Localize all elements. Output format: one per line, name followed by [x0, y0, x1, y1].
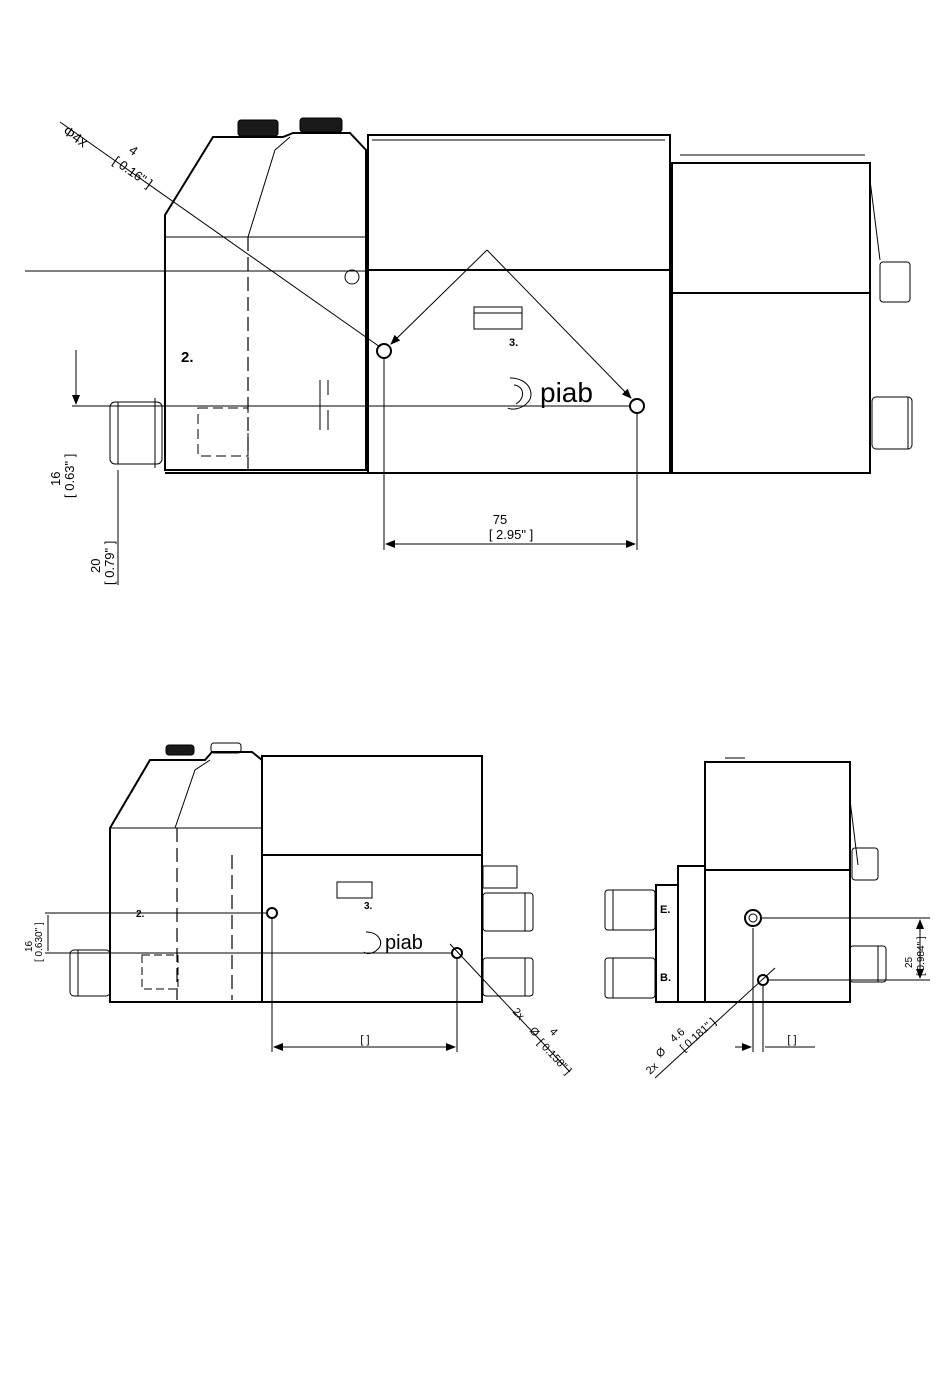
br-dia-sym: Ø — [654, 1045, 669, 1060]
top-right-port — [872, 397, 912, 449]
bl-dia-holes: 2x — [510, 1006, 527, 1023]
leader-arrow-left — [391, 250, 487, 344]
bl-hidden-port — [142, 955, 178, 989]
diameter-leader — [60, 122, 380, 347]
bl-label-plate — [337, 882, 372, 898]
br-dim25-mm: 25 — [904, 956, 915, 968]
br-callout-B: B. — [660, 972, 671, 984]
top-right-connector — [880, 262, 910, 302]
label-plate — [474, 307, 522, 329]
bl-dia-in: [ 0.158" ] — [535, 1037, 574, 1077]
brand-logo: piab — [540, 377, 593, 408]
bl-fitting-upper-base — [483, 866, 517, 888]
bottom-right-view: E. B. 25 [ 0.984" ] 2x Ø 4.6 [ 0.181" ] … — [605, 758, 930, 1078]
bl-dia-sym: Ø — [527, 1025, 542, 1040]
dia-label: Φ4x — [60, 122, 90, 150]
hidden-port — [198, 408, 248, 456]
top-right-module-upper — [672, 163, 870, 293]
bl-callout-2: 2. — [136, 909, 145, 920]
top-right-module-lower — [672, 293, 870, 473]
bl-hole-left — [267, 908, 277, 918]
dim16-in: [ 0.63" ] — [62, 454, 77, 498]
callout-2: 2. — [181, 349, 194, 366]
br-callout-E: E. — [660, 904, 670, 916]
mounting-hole-right — [630, 399, 644, 413]
br-hole-large — [745, 910, 761, 926]
dim75-in: [ 2.95" ] — [489, 527, 533, 542]
bl-brand-swirl — [364, 932, 381, 954]
bl-left-bevel — [175, 760, 210, 828]
dim20-mm: 20 — [88, 559, 103, 573]
bl-knob-left — [166, 745, 194, 755]
dim75-mm: 75 — [493, 512, 507, 527]
br-connector — [852, 848, 878, 880]
dia-in: [ 0.16" ] — [110, 153, 155, 191]
dim16-mm: 16 — [48, 472, 63, 486]
top-view: Φ4x 4 [ 0.16" ] 2. 3. piab 16 [ 0.63" ] … — [25, 118, 912, 585]
bl-dia-mm: 4 — [547, 1026, 560, 1039]
br-body — [705, 762, 850, 1002]
leader-arrow-right — [487, 250, 631, 398]
bl-callout-3: 3. — [364, 901, 373, 912]
top-knob-left — [238, 120, 278, 136]
bl-brand-logo: piab — [385, 932, 423, 954]
top-center-body — [368, 135, 670, 473]
bl-left-fitting — [70, 950, 110, 996]
br-plate-outer — [656, 885, 678, 1002]
hidden-channel — [320, 380, 328, 430]
bl-left-module — [110, 752, 262, 1002]
br-dim-bracket: [ ] — [787, 1034, 796, 1046]
br-dim25-in: [ 0.984" ] — [916, 936, 927, 976]
bottom-left-view: 2. 3. piab 16 [ 0.630" ] [ ] 2x Ø 4 [ 0.… — [24, 743, 573, 1077]
bl-hole-right — [452, 948, 462, 958]
screw-circle — [345, 270, 359, 284]
dim20-in: [ 0.79" ] — [102, 541, 117, 585]
brand-swirl — [508, 378, 531, 409]
br-hole-small — [758, 975, 768, 985]
bl-dim16-in: [ 0.630" ] — [34, 922, 45, 962]
bl-dim-bracket: [ ] — [360, 1034, 369, 1046]
top-left-bevel — [248, 137, 290, 237]
br-plate-inner — [678, 866, 705, 1002]
callout-3: 3. — [509, 337, 518, 349]
top-left-module — [165, 133, 366, 470]
br-fitting-right — [850, 946, 886, 982]
bl-center-body — [262, 756, 482, 1002]
top-knob-right — [300, 118, 342, 132]
top-right-slope — [870, 180, 880, 260]
dia-mm: 4 — [126, 142, 141, 158]
br-slope — [850, 800, 858, 865]
